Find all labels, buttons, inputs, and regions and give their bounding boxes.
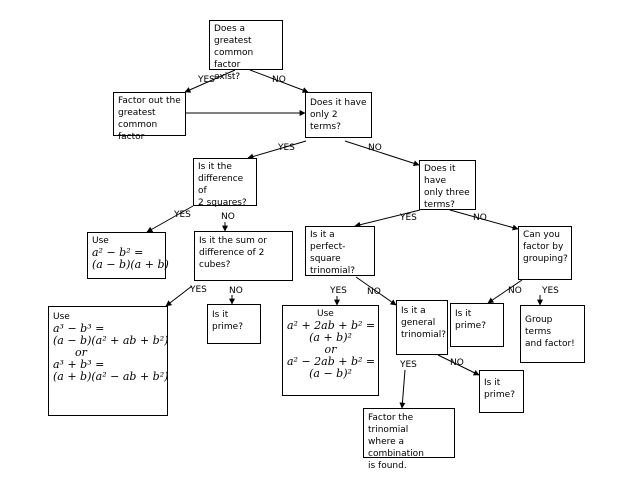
node-use-diff-squares: Use a² − b² = (a − b)(a + b) — [87, 232, 169, 279]
node-two-terms-text: Does it have only 2 terms? — [310, 98, 367, 132]
perfect-square-formula-line4: (a − b)² — [309, 367, 352, 380]
arrow-cubes-yes — [165, 285, 193, 307]
node-use-perfect-square: Use a² + 2ab + b² = (a + b)² or a² − 2ab… — [282, 305, 379, 396]
label-gcf-no: NO — [272, 75, 286, 85]
arrow-general-trinomial-yes — [399, 369, 406, 409]
arrow-gcf-yes — [184, 69, 236, 93]
cubes-formula-line1: a³ − b³ = — [53, 322, 105, 335]
label-gcf-yes: YES — [198, 75, 215, 85]
arrow-three-terms-yes — [354, 209, 421, 228]
use-perfect-square-label: Use — [317, 309, 334, 319]
node-two-terms: Does it have only 2 terms? — [305, 92, 372, 138]
node-prime-2: Is it prime? — [479, 370, 524, 413]
node-group-terms: Group terms and factor! — [520, 305, 585, 363]
cubes-formula-line2: (a − b)(a² + ab + b²) — [53, 334, 169, 347]
node-gcf-exists: Does a greatest common factor exist? — [209, 20, 283, 82]
node-grouping-q: Can you factor by grouping? — [518, 226, 572, 280]
use-cubes-label: Use — [53, 312, 70, 322]
node-general-trinomial-q-text: Is it a general trinomial? — [401, 306, 446, 340]
node-prime-1-text: Is it prime? — [212, 310, 243, 332]
perfect-square-formula-line2: (a + b)² — [309, 331, 352, 344]
label-grouping-no: NO — [508, 286, 522, 296]
node-prime-2-text: Is it prime? — [484, 378, 515, 400]
node-diff-squares-q-text: Is it the difference of 2 squares? — [198, 162, 247, 208]
node-gcf-exists-text: Does a greatest common factor exist? — [214, 24, 254, 82]
node-diff-squares-q: Is it the difference of 2 squares? — [193, 158, 257, 208]
node-grouping-q-text: Can you factor by grouping? — [523, 230, 568, 264]
perfect-square-formula-line3: a² − 2ab + b² = — [287, 355, 376, 368]
label-three-terms-yes: YES — [400, 213, 417, 223]
arrow-two-terms-no — [344, 140, 420, 167]
node-prime-1: Is it prime? — [207, 304, 261, 344]
node-three-terms-text: Does it have only three terms? — [424, 164, 470, 210]
node-factor-trinomial-text: Factor the trinomial where a combination… — [368, 413, 424, 471]
arrow-three-terms-no — [449, 209, 519, 231]
node-perfect-square-q: Is it a perfect-square trinomial? — [305, 226, 375, 276]
perfect-square-formula-or: or — [324, 343, 337, 356]
cubes-formula-line4: (a + b)(a² − ab + b²) — [53, 370, 169, 383]
arrow-two-terms-yes — [247, 140, 307, 160]
label-cubes-no: NO — [229, 286, 243, 296]
arrow-grouping-no — [487, 279, 523, 304]
label-diff-squares-yes: YES — [174, 210, 191, 220]
label-grouping-yes: YES — [542, 286, 559, 296]
node-general-trinomial-q: Is it a general trinomial? — [396, 300, 448, 355]
node-prime-3: Is it prime? — [450, 303, 504, 347]
label-general-trinomial-yes: YES — [400, 360, 417, 370]
node-perfect-square-q-text: Is it a perfect-square trinomial? — [310, 230, 355, 276]
cubes-formula-line3: a³ + b³ = — [53, 358, 105, 371]
use-diff-squares-label: Use — [92, 236, 109, 246]
cubes-formula-or: or — [75, 346, 87, 359]
perfect-square-formula-line1: a² + 2ab + b² = — [287, 319, 376, 332]
label-general-trinomial-no: NO — [450, 358, 464, 368]
diff-squares-formula-line2: (a − b)(a + b) — [92, 258, 169, 271]
node-use-cubes: Use a³ − b³ = (a − b)(a² + ab + b²) or a… — [48, 306, 168, 416]
label-three-terms-no: NO — [473, 213, 487, 223]
node-factor-out-gcf-text: Factor out the greatest common factor — [118, 96, 181, 142]
node-sum-diff-cubes-q-text: Is it the sum or difference of 2 cubes? — [199, 236, 267, 270]
label-two-terms-no: NO — [368, 143, 382, 153]
node-factor-out-gcf: Factor out the greatest common factor — [113, 92, 186, 142]
arrow-perfect-square-no — [355, 276, 397, 306]
node-factor-trinomial: Factor the trinomial where a combination… — [363, 408, 455, 471]
label-perfect-square-yes: YES — [330, 286, 347, 296]
label-two-terms-yes: YES — [278, 143, 295, 153]
arrow-gcf-no — [249, 69, 309, 93]
arrow-diff-squares-yes — [146, 205, 194, 233]
arrow-general-trinomial-no — [437, 354, 480, 376]
node-prime-3-text: Is it prime? — [455, 309, 486, 331]
label-diff-squares-no: NO — [221, 212, 235, 222]
node-group-terms-text: Group terms and factor! — [525, 315, 575, 349]
label-perfect-square-no: NO — [367, 287, 381, 297]
diff-squares-formula-line1: a² − b² = — [92, 246, 144, 259]
node-three-terms: Does it have only three terms? — [419, 160, 476, 210]
label-cubes-yes: YES — [190, 285, 207, 295]
node-sum-diff-cubes-q: Is it the sum or difference of 2 cubes? — [194, 231, 293, 281]
